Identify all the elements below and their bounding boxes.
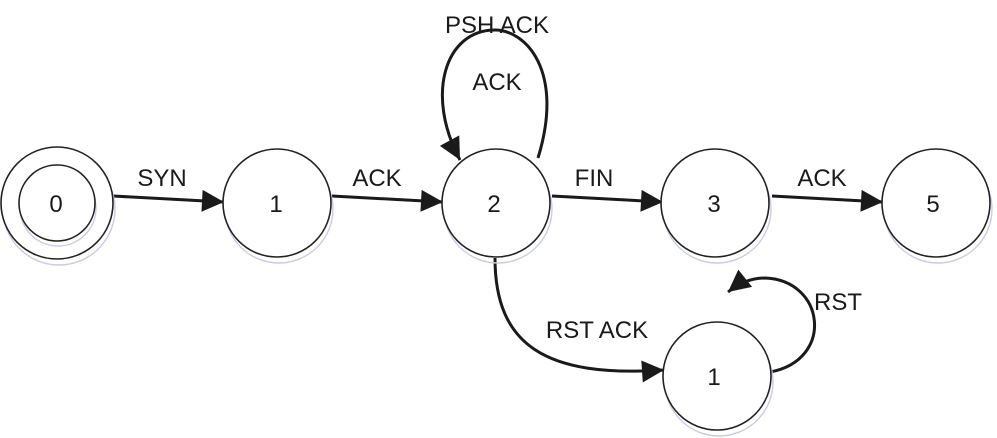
edge-label-ack-1-2: ACK xyxy=(352,165,401,192)
edge-fin xyxy=(551,189,664,212)
edge-label-psh-ack: PSH ACK xyxy=(445,12,549,39)
edge-self-loop-1b xyxy=(727,269,817,374)
state-label-1-bottom: 1 xyxy=(707,364,720,391)
state-0: 0 xyxy=(0,146,116,266)
state-label-0: 0 xyxy=(49,191,62,218)
edge-label-fin: FIN xyxy=(575,165,614,192)
edge-label-rst-ack: RST ACK xyxy=(546,317,648,344)
state-3: 3 xyxy=(660,148,772,264)
state-label-1: 1 xyxy=(269,191,282,218)
edge-syn xyxy=(112,189,225,212)
state-label-3: 3 xyxy=(707,191,720,218)
edge-ack-3-5 xyxy=(771,189,884,212)
state-1-bottom: 1 xyxy=(662,321,774,437)
edge-label-ack-self: ACK xyxy=(472,69,521,96)
state-1: 1 xyxy=(222,148,334,264)
edge-label-ack-3-5: ACK xyxy=(797,165,846,192)
edge-ack-1-2 xyxy=(331,189,444,212)
edge-label-syn: SYN xyxy=(137,165,186,192)
state-2: 2 xyxy=(441,148,553,264)
edge-labels: SYN ACK ACK PSH ACK FIN ACK RST ACK RST xyxy=(137,12,862,344)
edge-rst-ack xyxy=(493,257,665,383)
edge-label-rst: RST xyxy=(814,289,862,316)
state-5: 5 xyxy=(881,148,993,264)
edges xyxy=(112,28,884,383)
edge-self-loop-2 xyxy=(439,28,549,161)
state-label-2: 2 xyxy=(487,191,500,218)
state-label-5: 5 xyxy=(926,191,939,218)
